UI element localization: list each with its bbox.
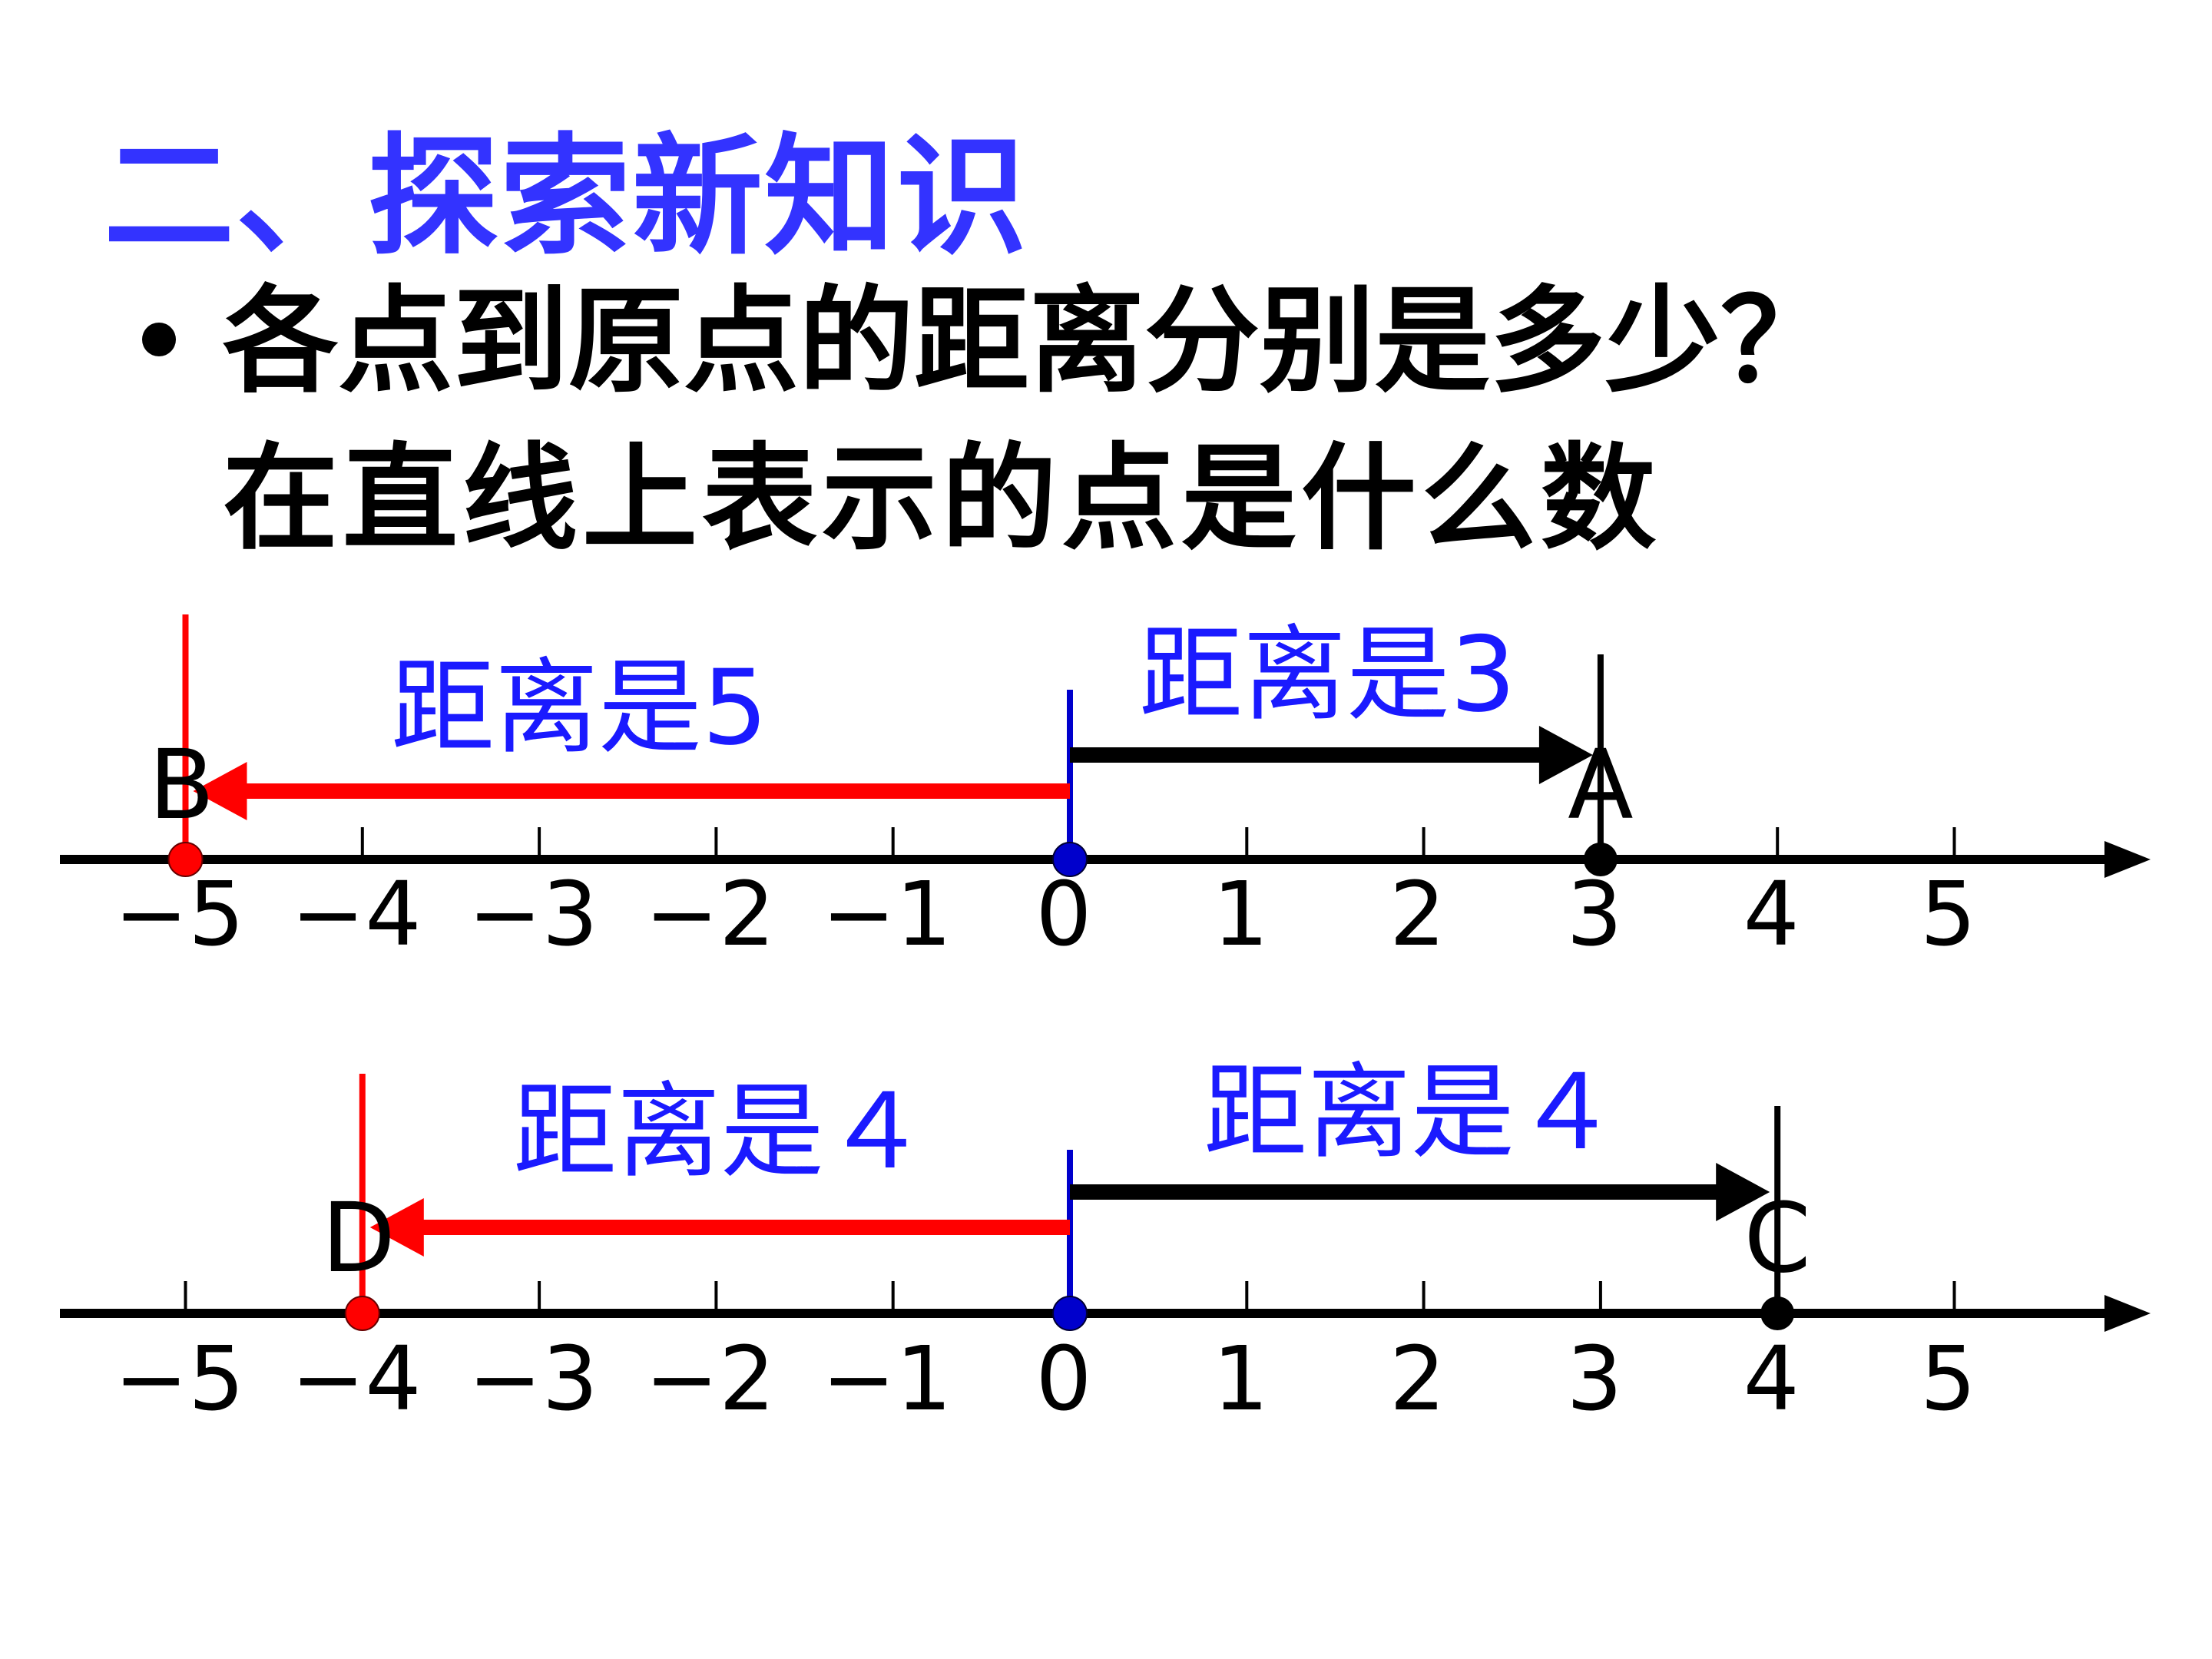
tick-label: 1	[1213, 863, 1269, 966]
tick-label: −3	[468, 1328, 598, 1431]
tick-label: −4	[291, 863, 422, 966]
tick-label: 0	[1035, 1328, 1091, 1431]
tick-label: 3	[1566, 1328, 1622, 1431]
tick-label: 5	[1920, 863, 1976, 966]
tick-label: −2	[645, 863, 776, 966]
tick-label: 5	[1920, 1328, 1976, 1431]
left-arrowhead	[369, 1198, 424, 1257]
bullet-icon	[142, 323, 176, 356]
right-distance-label: 距离是3	[1139, 614, 1516, 735]
origin-dot	[1052, 1296, 1088, 1331]
tick-label: −2	[645, 1328, 776, 1431]
axis-arrowhead	[2104, 1295, 2151, 1332]
tick-label: 4	[1743, 1328, 1800, 1431]
tick-label: −3	[468, 863, 598, 966]
tick-label: −4	[291, 1328, 422, 1431]
right-arrowhead	[1538, 726, 1593, 784]
right-point-label: A	[1568, 730, 1634, 841]
right-point-label: C	[1744, 1183, 1811, 1294]
axis-arrowhead	[2104, 841, 2151, 878]
tick-label: 2	[1389, 863, 1445, 966]
tick-label: −1	[822, 1328, 952, 1431]
right-point-dot	[1583, 843, 1618, 876]
right-point-dot	[1760, 1296, 1795, 1330]
tick-label: 0	[1035, 863, 1091, 966]
left-distance-label: 距离是４	[513, 1071, 928, 1192]
origin-dot	[1052, 842, 1088, 877]
question-overlay-text: 在直线上表示的点是什么数	[223, 432, 1661, 566]
left-point-dot	[344, 1296, 380, 1331]
tick-label: −1	[822, 863, 952, 966]
tick-label: 1	[1213, 1328, 1269, 1431]
left-distance-label: 距离是5	[391, 647, 768, 768]
slide-title: 二、探索新知识	[104, 121, 1029, 273]
tick-label: −5	[114, 1328, 245, 1431]
tick-label: −5	[114, 863, 245, 966]
left-point-label: B	[149, 730, 215, 841]
left-point-dot	[167, 842, 204, 877]
tick-label: 4	[1743, 863, 1800, 966]
right-arrowhead	[1716, 1163, 1770, 1221]
tick-label: 3	[1566, 863, 1622, 966]
right-distance-label: 距离是４	[1204, 1052, 1618, 1173]
left-point-label: D	[322, 1183, 396, 1294]
left-arrowhead	[193, 762, 247, 820]
tick-label: 2	[1389, 1328, 1445, 1431]
question-text: 各点到原点的距离分别是多少？	[223, 275, 1836, 409]
